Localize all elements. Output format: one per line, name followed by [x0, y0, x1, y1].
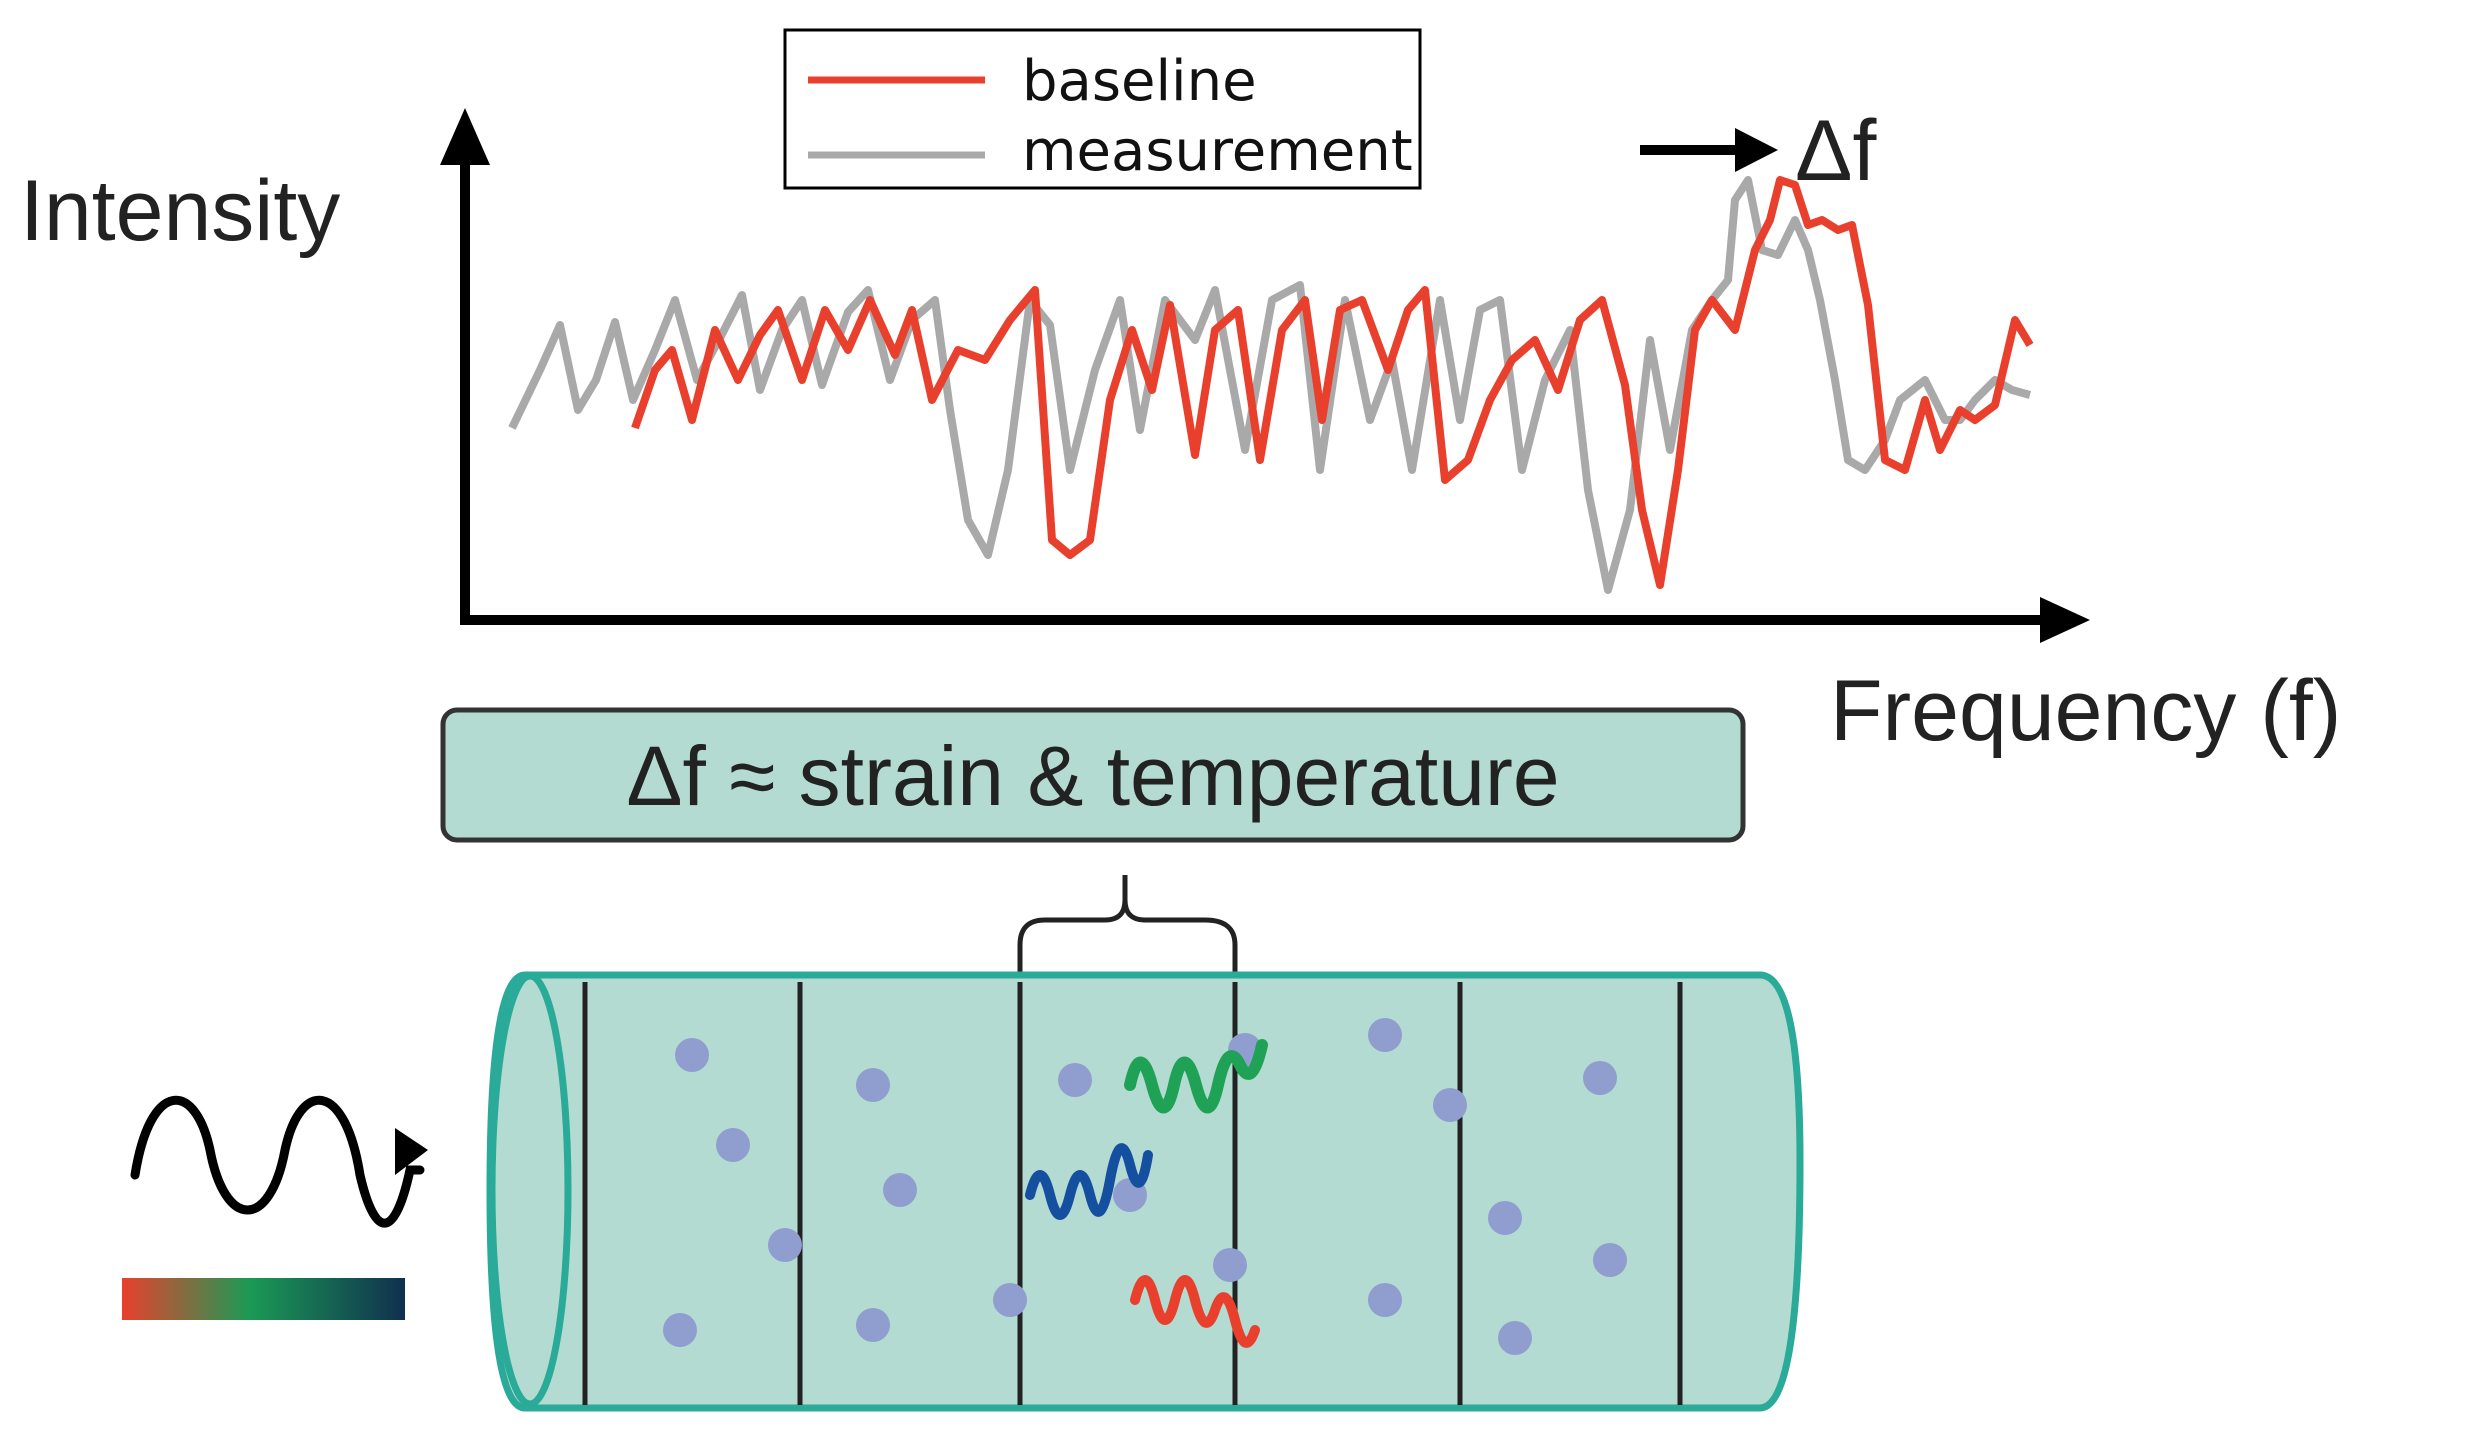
- scatter-dot: [883, 1173, 917, 1207]
- scattering-centers: [663, 1018, 1627, 1355]
- input-light: [122, 1095, 428, 1320]
- scatter-dot: [768, 1228, 802, 1262]
- legend-box: [783, 28, 1422, 190]
- scatter-dot: [1368, 1018, 1402, 1052]
- scatter-dot: [856, 1068, 890, 1102]
- input-wave-icon: [130, 1095, 425, 1228]
- input-arrowhead: [395, 1128, 428, 1175]
- green-wavelet: [1124, 1039, 1268, 1114]
- scatter-dot: [1488, 1201, 1522, 1235]
- equation-rect: [440, 707, 1746, 843]
- y-axis-arrowhead: [440, 108, 490, 165]
- scatter-dot: [1498, 1321, 1532, 1355]
- scatter-dot: [1593, 1243, 1627, 1277]
- shift-label: Δf: [1795, 103, 1877, 199]
- scatter-dot: [993, 1283, 1027, 1317]
- shift-arrowhead: [1735, 128, 1778, 172]
- scatter-dot: [1368, 1283, 1402, 1317]
- scatter-dot: [1213, 1248, 1247, 1282]
- scatter-dot: [675, 1038, 709, 1072]
- equation-box: Δf ≈ strain & temperature: [440, 707, 1746, 843]
- legend-label-baseline: baseline: [1022, 49, 1257, 114]
- red-wavelet: [1130, 1275, 1260, 1348]
- scatter-dot: [1583, 1061, 1617, 1095]
- scatter-dot: [1433, 1088, 1467, 1122]
- optical-fiber: [486, 971, 1804, 1412]
- legend: baseline measurement: [783, 28, 1422, 190]
- measurement-trace: [508, 176, 2032, 594]
- spectrum-chart: Intensity Frequency (f) Δf baseline meas…: [20, 28, 2341, 759]
- x-axis-arrowhead: [2040, 597, 2090, 643]
- fiber-end-face: [488, 972, 572, 1408]
- scatter-dot: [856, 1308, 890, 1342]
- equation-text: Δf ≈ strain & temperature: [626, 729, 1559, 823]
- y-axis-label: Intensity: [20, 163, 340, 259]
- segment-brace: [1017, 875, 1238, 990]
- scatter-dot: [1058, 1063, 1092, 1097]
- scatter-dot: [716, 1128, 750, 1162]
- blue-wavelet: [1025, 1143, 1153, 1220]
- baseline-trace: [631, 176, 2034, 589]
- x-axis-label: Frequency (f): [1830, 663, 2341, 759]
- spectrum-bar: [122, 1278, 405, 1320]
- legend-label-measurement: measurement: [1022, 119, 1413, 184]
- scatter-dot: [663, 1313, 697, 1347]
